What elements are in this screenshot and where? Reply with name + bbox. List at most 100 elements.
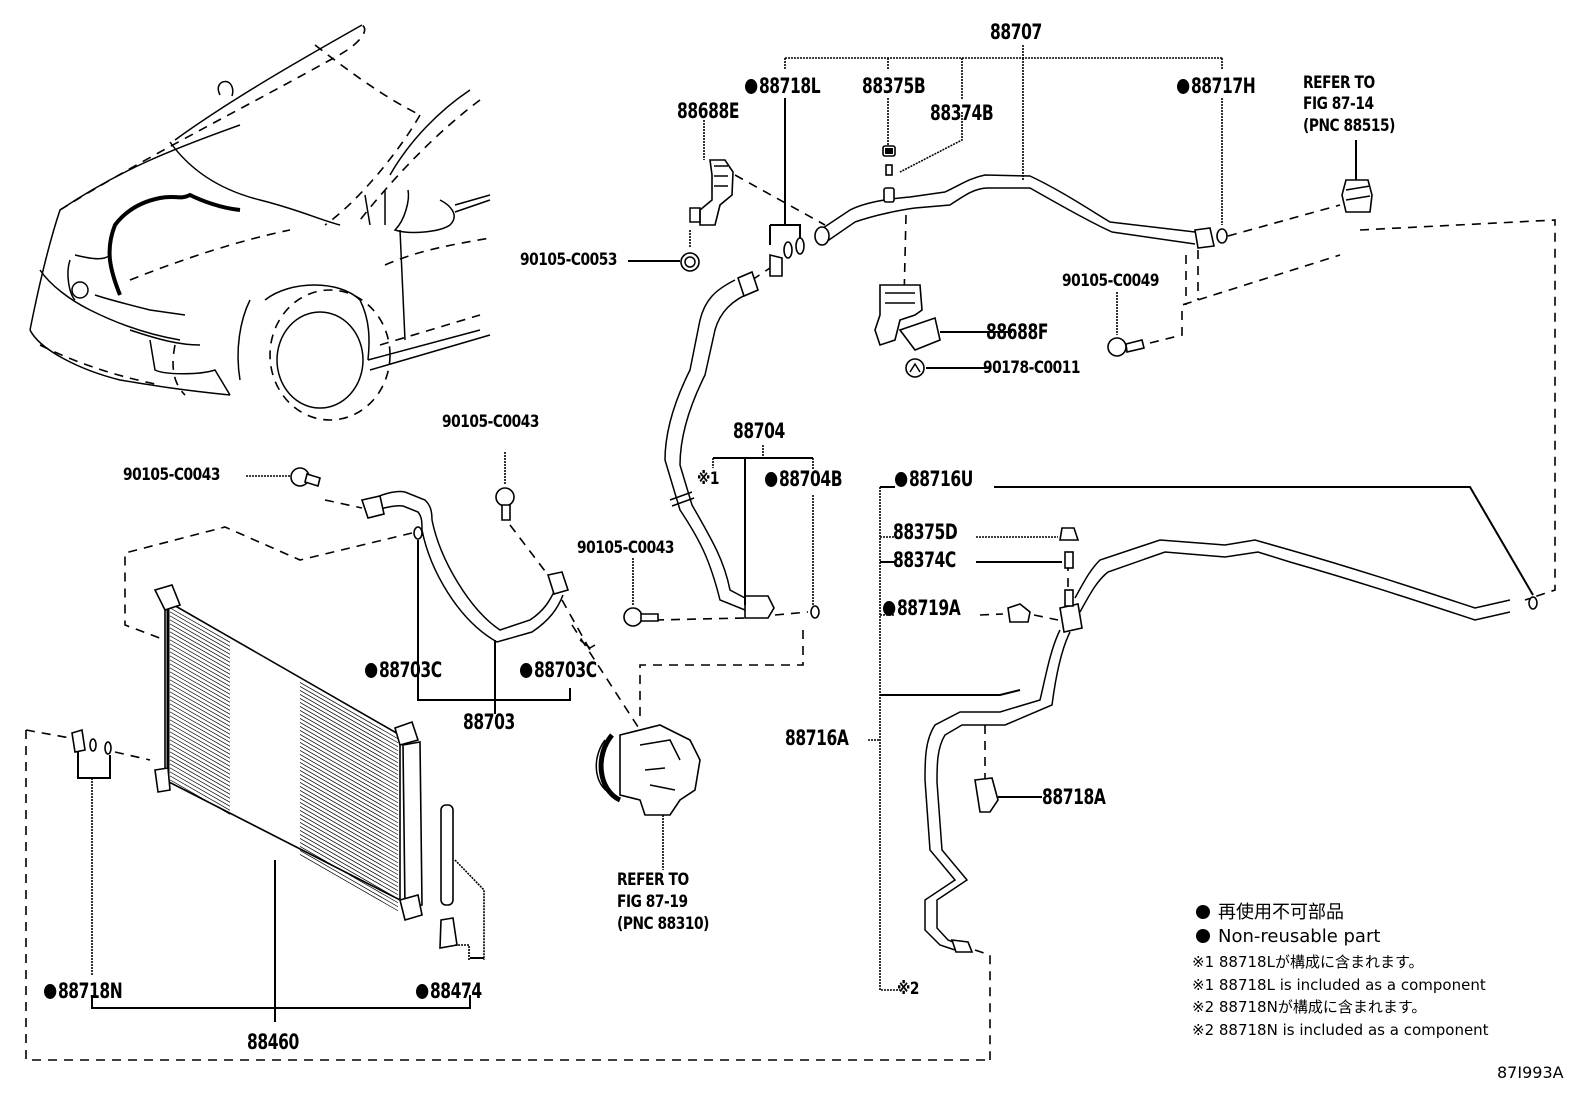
label-88717H: 88717H — [1177, 76, 1256, 97]
fin-line — [299, 782, 399, 840]
fin-line — [299, 702, 399, 760]
fin-line — [169, 759, 231, 795]
fin-line — [169, 755, 231, 791]
label-88703C-right: 88703C — [520, 660, 597, 681]
legend-note2-jp: ※2 88718Nが構成に含まれます。 — [1192, 998, 1427, 1016]
fin-line — [299, 822, 399, 880]
fin-line — [169, 659, 231, 695]
label-88704: 88704 — [733, 419, 785, 443]
fin-line — [299, 806, 399, 864]
fin-line — [299, 690, 399, 748]
fin-line — [169, 775, 231, 811]
fin-line — [169, 751, 231, 787]
fin-line — [299, 810, 399, 868]
fin-line — [169, 739, 231, 775]
label-88707: 88707 — [990, 20, 1042, 44]
fin-line — [299, 786, 399, 844]
fin-line — [169, 711, 231, 747]
fin-line — [169, 715, 231, 751]
fin-line — [169, 719, 231, 755]
fin-line — [169, 747, 231, 783]
fin-line — [299, 726, 399, 784]
fin-line — [169, 703, 231, 739]
refer-fig-87-14-line3: (PNC 88515) — [1303, 116, 1396, 136]
fin-line — [169, 691, 231, 727]
fin-line — [299, 738, 399, 796]
fin-line — [299, 762, 399, 820]
refer-fig-87-19-line3: (PNC 88310) — [617, 914, 710, 934]
fin-line — [299, 698, 399, 756]
label-88704B: 88704B — [765, 469, 843, 490]
bullet-icon — [1196, 905, 1210, 919]
fin-line — [169, 723, 231, 759]
fin-line — [169, 735, 231, 771]
fin-line — [299, 770, 399, 828]
legend-note1-jp: ※1 88718Lが構成に含まれます。 — [1192, 953, 1424, 971]
fin-line — [169, 707, 231, 743]
fin-line — [299, 790, 399, 848]
fin-line — [169, 663, 231, 699]
fin-line — [169, 667, 231, 703]
fin-line — [169, 615, 231, 651]
label-88375B: 88375B — [862, 74, 926, 98]
label-90105-C0049: 90105-C0049 — [1062, 271, 1160, 291]
label-90105-C0043-top: 90105-C0043 — [442, 412, 540, 432]
fin-line — [169, 671, 231, 707]
fin-line — [299, 814, 399, 872]
label-88703: 88703 — [463, 710, 515, 734]
label-88718L: 88718L — [745, 76, 821, 97]
fin-line — [299, 838, 399, 896]
fin-line — [299, 682, 399, 740]
refer-fig-87-19-line1: REFER TO — [617, 870, 689, 890]
fin-line — [299, 686, 399, 744]
fin-line — [169, 687, 231, 723]
condenser-fins — [169, 607, 399, 912]
fin-line — [299, 694, 399, 752]
vehicle-illustration — [29, 24, 491, 421]
fin-line — [299, 766, 399, 824]
fin-line — [299, 802, 399, 860]
fin-line — [299, 818, 399, 876]
fin-line — [299, 826, 399, 884]
fin-line — [299, 794, 399, 852]
suction-hose-88707 — [628, 45, 1556, 601]
fin-line — [299, 710, 399, 768]
fin-line — [299, 718, 399, 776]
fin-line — [299, 842, 399, 900]
label-88688F: 88688F — [986, 320, 1049, 344]
label-88718N: 88718N — [44, 981, 123, 1002]
label-90105-C0043-left: 90105-C0043 — [123, 465, 221, 485]
fin-line — [169, 655, 231, 691]
fin-line — [299, 854, 399, 912]
fin-line — [299, 850, 399, 908]
label-88688E: 88688E — [677, 99, 740, 123]
refer-fig-87-14-line1: REFER TO — [1303, 73, 1375, 93]
label-88703C-left: 88703C — [365, 660, 442, 681]
fin-line — [169, 699, 231, 735]
fin-line — [299, 798, 399, 856]
fin-line — [169, 647, 231, 683]
legend-non-reusable-jp: 再使用不可部品 — [1196, 904, 1344, 922]
legend-text: 再使用不可部品 — [1218, 902, 1344, 923]
condenser-88460 — [25, 584, 990, 1061]
legend-non-reusable-en: Non-reusable part — [1196, 928, 1380, 946]
fin-line — [299, 830, 399, 888]
note-mark-1: ※1 — [697, 469, 720, 489]
refer-fig-87-14-line2: FIG 87-14 — [1303, 94, 1374, 114]
fin-line — [169, 779, 231, 815]
fin-line — [299, 730, 399, 788]
fin-line — [299, 834, 399, 892]
fin-line — [169, 639, 231, 675]
legend-text: Non-reusable part — [1218, 926, 1381, 947]
fin-line — [299, 754, 399, 812]
fin-line — [299, 778, 399, 836]
legend-note1-en: ※1 88718L is included as a component — [1192, 976, 1486, 994]
compressor — [571, 624, 701, 870]
label-90178-C0011: 90178-C0011 — [983, 358, 1081, 378]
fin-line — [299, 846, 399, 904]
fin-line — [169, 611, 231, 647]
legend-note2-en: ※2 88718N is included as a component — [1192, 1021, 1489, 1039]
fin-line — [169, 643, 231, 679]
fin-line — [299, 774, 399, 832]
